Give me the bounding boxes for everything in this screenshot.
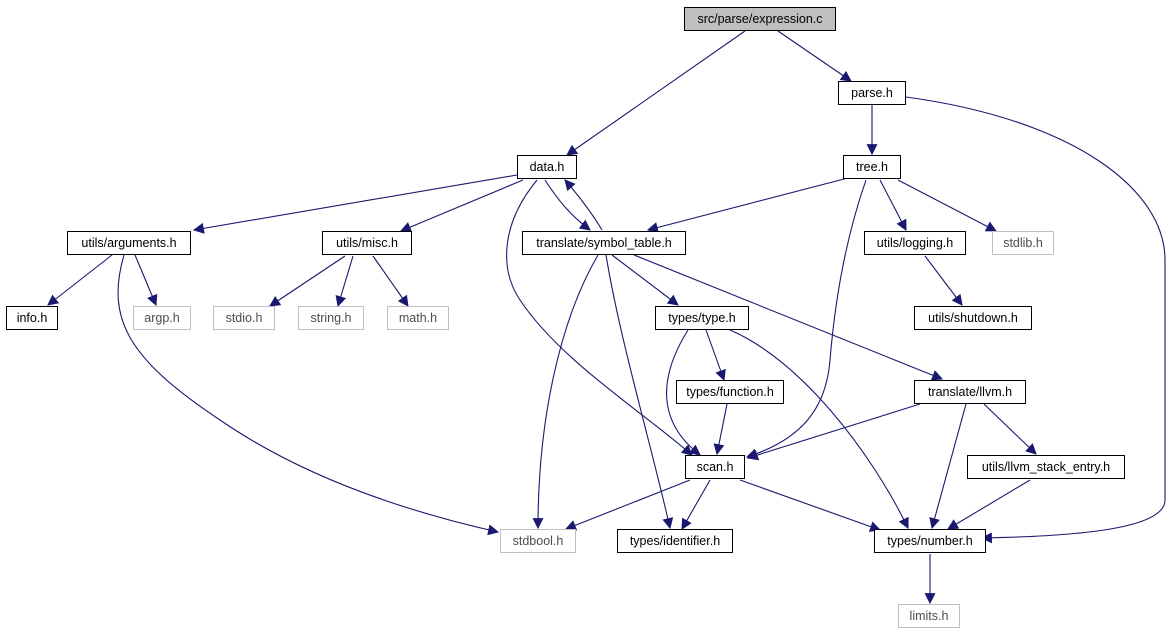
- node-utils-shutdown-h[interactable]: utils/shutdown.h: [914, 306, 1032, 330]
- edge-llvm-stack-entry-to-number: [947, 479, 1031, 530]
- node-parse-h[interactable]: parse.h: [838, 81, 906, 105]
- edge-tree-to-symbol-table: [646, 177, 849, 233]
- edge-llvm-to-scan: [746, 403, 921, 461]
- edge-misc-to-math: [372, 255, 409, 307]
- node-data-h[interactable]: data.h: [517, 155, 577, 179]
- edge-tree-to-scan: [745, 179, 867, 460]
- node-expression-c[interactable]: src/parse/expression.c: [684, 7, 836, 31]
- node-info-h[interactable]: info.h: [6, 306, 58, 330]
- edge-type-to-number: [729, 329, 909, 529]
- edge-data-to-symbol-table: [544, 179, 591, 231]
- edge-tree-to-stdlib: [897, 179, 997, 232]
- edge-function-to-scan: [713, 403, 728, 456]
- node-stdbool-h[interactable]: stdbool.h: [500, 529, 576, 553]
- edge-parse-to-number: [905, 96, 1166, 544]
- edge-data-to-scan: [506, 179, 693, 456]
- edge-expression-to-parse: [777, 30, 852, 82]
- edge-symbol-table-to-type: [611, 254, 679, 306]
- edge-expression-to-data: [566, 30, 746, 156]
- node-utils-llvm-stack-entry-h[interactable]: utils/llvm_stack_entry.h: [967, 455, 1125, 479]
- edge-scan-to-identifier: [681, 479, 711, 530]
- edge-data-to-arguments: [192, 174, 518, 234]
- edge-llvm-to-llvm-stack-entry: [983, 403, 1037, 455]
- node-utils-arguments-h[interactable]: utils/arguments.h: [67, 231, 191, 255]
- edge-misc-to-string: [335, 255, 354, 308]
- edge-tree-to-logging: [879, 179, 907, 231]
- node-translate-symbol-table-h[interactable]: translate/symbol_table.h: [522, 231, 686, 255]
- node-types-type-h[interactable]: types/type.h: [655, 306, 749, 330]
- edge-scan-to-number: [739, 479, 882, 532]
- edge-arguments-to-stdbool: [117, 254, 500, 536]
- node-translate-llvm-h[interactable]: translate/llvm.h: [914, 380, 1026, 404]
- node-utils-logging-h[interactable]: utils/logging.h: [864, 231, 966, 255]
- edge-llvm-to-number: [929, 403, 967, 530]
- edge-type-to-scan: [666, 329, 701, 456]
- edge-symbol-table-to-stdbool: [532, 254, 599, 530]
- edge-type-to-function: [705, 329, 726, 382]
- edge-symbol-table-to-identifier: [605, 254, 674, 530]
- node-math-h[interactable]: math.h: [387, 306, 449, 330]
- node-tree-h[interactable]: tree.h: [843, 155, 901, 179]
- edge-misc-to-stdio: [269, 255, 346, 307]
- node-types-identifier-h[interactable]: types/identifier.h: [617, 529, 733, 553]
- node-stdio-h[interactable]: stdio.h: [213, 306, 275, 330]
- edge-arguments-to-info: [47, 254, 113, 306]
- edge-logging-to-shutdown: [924, 255, 963, 306]
- edge-symbol-table-to-llvm: [633, 254, 944, 381]
- node-stdlib-h[interactable]: stdlib.h: [992, 231, 1054, 255]
- node-utils-misc-h[interactable]: utils/misc.h: [322, 231, 412, 255]
- edge-data-to-misc: [399, 179, 524, 233]
- node-types-function-h[interactable]: types/function.h: [676, 380, 784, 404]
- node-scan-h[interactable]: scan.h: [685, 455, 745, 479]
- node-argp-h[interactable]: argp.h: [133, 306, 191, 330]
- edge-symbol-table-to-data: [564, 179, 603, 231]
- edge-scan-to-stdbool: [564, 479, 691, 531]
- node-string-h[interactable]: string.h: [298, 306, 364, 330]
- node-limits-h[interactable]: limits.h: [898, 604, 960, 628]
- edge-arguments-to-argp: [134, 254, 158, 307]
- node-types-number-h[interactable]: types/number.h: [874, 529, 986, 553]
